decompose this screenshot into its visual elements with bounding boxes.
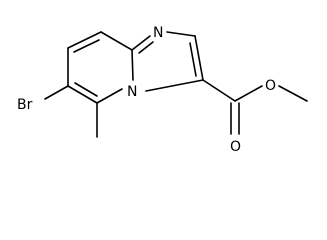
bond-c8a-n1 [131, 35, 151, 51]
bond-c2-c3-inner [189, 42, 197, 77]
bond-c5-n4 [96, 88, 123, 104]
bond-ester-o-methyl [278, 85, 308, 102]
atom-label-ester-o: O [265, 78, 276, 94]
bond-c6-c5-inner [74, 82, 98, 97]
atom-label-n4: N [127, 84, 137, 100]
bond-carbonyl-ester-o [234, 85, 263, 102]
bond-c3-n4 [145, 79, 204, 92]
bond-c8-c7-inner [73, 39, 100, 53]
bond-c6-br [44, 85, 69, 100]
bond-c3-carbonyl-c [202, 79, 236, 102]
bond-n1-c2 [166, 31, 196, 37]
bond-n4-c8a [131, 49, 134, 81]
bond-c6-c5 [67, 85, 98, 104]
atom-label-br: Br [17, 97, 33, 113]
atom-label-carbonyl-o: O [230, 139, 241, 155]
bond-c8-c7 [67, 31, 102, 49]
bond-c8a-c8 [100, 31, 133, 51]
chemical-structure: N N Br O O [17, 25, 308, 155]
atom-label-n1: N [153, 25, 163, 41]
bond-c8a-n1-inner [138, 41, 154, 54]
bond-c2-c3 [194, 35, 204, 81]
